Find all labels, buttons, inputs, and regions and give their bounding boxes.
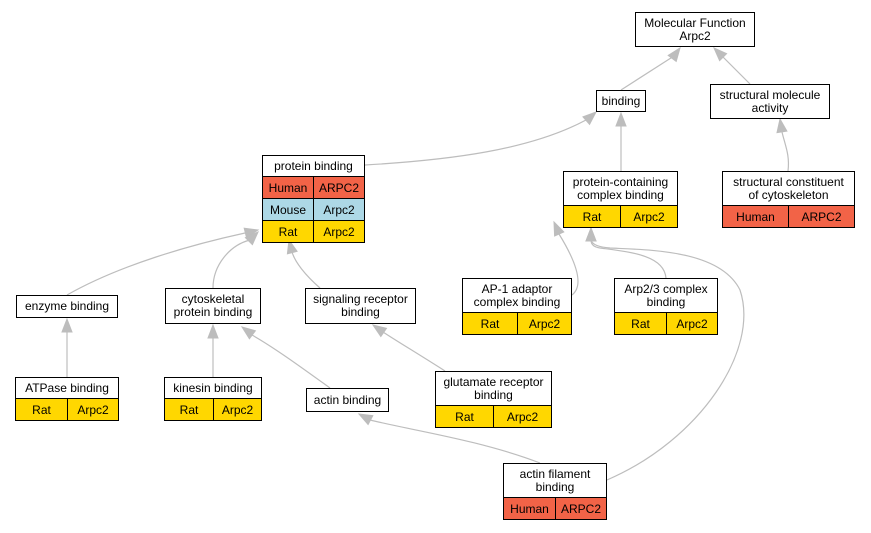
arrowhead-icon	[585, 226, 597, 242]
arrowhead-icon	[582, 111, 598, 126]
arrowhead-icon	[240, 326, 257, 340]
node-label: protein binding	[274, 158, 353, 173]
species-cell: Rat	[455, 409, 474, 424]
node-label: kinesin binding	[173, 380, 253, 395]
node-label: Arp2/3 complex binding	[624, 281, 708, 309]
arrowhead-icon	[243, 227, 260, 239]
node-label: binding	[601, 93, 641, 108]
species-cell: Rat	[179, 402, 199, 417]
species-row-mouse: Mouse Arpc2	[263, 198, 364, 220]
species-row-human: Human ARPC2	[723, 205, 854, 227]
node-label: actin filament binding	[519, 466, 591, 494]
species-row-rat: Rat Arpc2	[564, 205, 677, 227]
species-cell: Rat	[582, 209, 602, 224]
node-label: cytoskeletal protein binding	[173, 292, 253, 319]
species-row-rat: Rat Arpc2	[463, 312, 571, 334]
node-sma[interactable]: structural molecule activity	[710, 84, 830, 119]
gene-cell: Arpc2	[67, 399, 118, 420]
node-srb[interactable]: signaling receptor binding	[305, 288, 416, 324]
species-row-rat: Rat Arpc2	[436, 405, 551, 427]
gene-cell: Arpc2	[213, 399, 261, 420]
edge-ab-to-cpb	[251, 334, 331, 389]
node-label: structural constituent of cytoskeleton	[733, 174, 844, 202]
arrowhead-icon	[713, 47, 728, 62]
edge-ap1-to-pccb	[558, 233, 579, 296]
species-cell: Rat	[32, 402, 51, 417]
species-row-rat: Rat Arpc2	[263, 220, 364, 242]
node-label: protein-containing complex binding	[572, 174, 669, 202]
edge-afb-to-ab	[369, 419, 541, 464]
gene-cell: Arpc2	[517, 313, 571, 334]
species-cell: Rat	[631, 316, 650, 331]
arrowhead-icon	[667, 46, 681, 63]
edge-binding-to-mf	[620, 55, 675, 91]
edge-pb-to-binding	[364, 119, 587, 166]
edge-grb-to-srb	[382, 331, 446, 372]
arrowhead-icon	[371, 324, 388, 338]
edge-sma-to-mf	[721, 55, 751, 85]
node-eb[interactable]: enzyme binding	[16, 295, 118, 318]
arrowhead-icon	[61, 317, 73, 333]
species-row-human: Human ARPC2	[263, 176, 364, 198]
edge-afb-to-pccb	[590, 239, 745, 481]
node-cpb[interactable]: cytoskeletal protein binding	[165, 288, 261, 324]
arrowhead-icon	[357, 413, 374, 426]
arrowhead-icon	[244, 231, 259, 246]
species-cell: Rat	[480, 316, 500, 331]
node-label: structural molecule activity	[719, 87, 821, 115]
gene-cell: ARPC2	[555, 498, 606, 519]
gene-cell: Arpc2	[313, 221, 364, 242]
arrowhead-icon	[207, 323, 219, 339]
gene-cell: Arpc2	[620, 206, 677, 227]
node-label: Molecular Function Arpc2	[644, 15, 746, 43]
species-row-human: Human ARPC2	[504, 497, 606, 519]
arrowhead-icon	[286, 238, 298, 255]
species-row-rat: Rat Arpc2	[165, 398, 261, 420]
species-row-rat: Rat Arpc2	[615, 312, 717, 334]
node-label: enzyme binding	[24, 299, 110, 313]
node-binding[interactable]: binding	[596, 90, 646, 112]
edge-eb-to-pb	[66, 232, 246, 296]
node-label: actin binding	[313, 392, 382, 407]
species-cell: Human	[510, 501, 549, 516]
arrowhead-icon	[776, 117, 788, 134]
species-cell: Human	[736, 209, 775, 224]
gene-cell: Arpc2	[666, 313, 717, 334]
arrowhead-icon	[615, 111, 627, 127]
node-label: ATPase binding	[25, 380, 109, 395]
species-cell: Rat	[278, 224, 298, 239]
arrowhead-icon	[553, 220, 565, 237]
edge-srb-to-pb	[291, 251, 321, 289]
node-label: AP-1 adaptor complex binding	[473, 281, 561, 309]
node-ab[interactable]: actin binding	[306, 388, 389, 412]
gene-cell: ARPC2	[313, 177, 364, 198]
species-cell: Human	[268, 180, 308, 195]
edge-cpb-to-pb	[212, 239, 251, 289]
gene-cell: Arpc2	[493, 406, 551, 427]
gene-cell: ARPC2	[788, 206, 854, 227]
node-label: glutamate receptor binding	[443, 374, 544, 402]
species-row-rat: Rat Arpc2	[16, 398, 118, 420]
species-cell: Mouse	[269, 202, 307, 217]
gene-cell: Arpc2	[313, 199, 364, 220]
node-label: signaling receptor binding	[313, 292, 408, 319]
node-mf[interactable]: Molecular Function Arpc2	[635, 12, 755, 47]
edge-scc-to-sma	[781, 131, 790, 172]
edge-arp23-to-pccb	[590, 239, 667, 279]
